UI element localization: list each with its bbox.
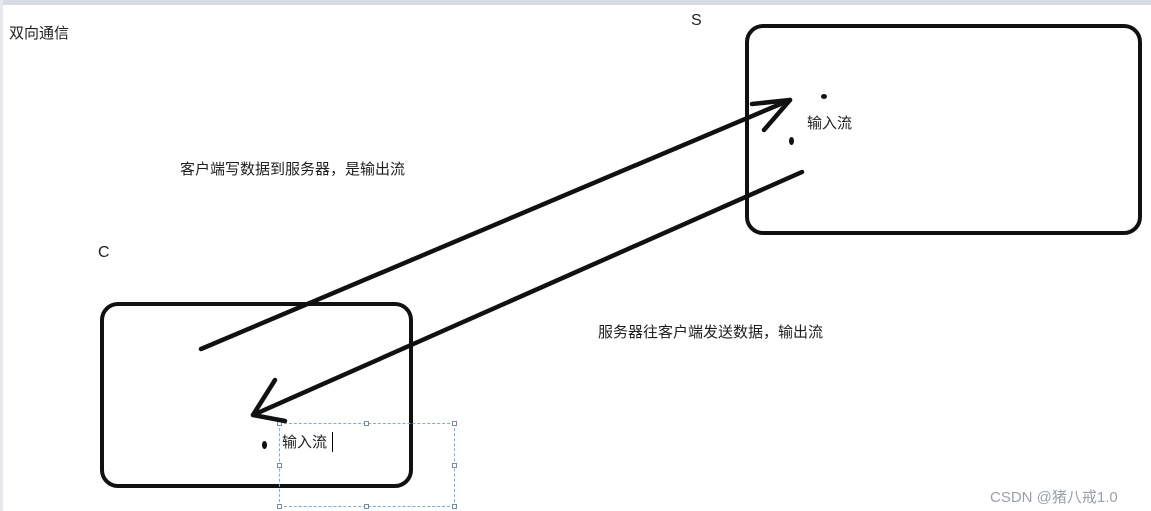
server-stream-label[interactable]: 输入流: [807, 114, 853, 132]
selection-handle-mr[interactable]: [452, 463, 457, 468]
watermark: CSDN @猪八戒1.0: [990, 489, 1118, 506]
arrow-client-to-server-shaft: [198, 97, 793, 352]
arrow-server-to-client-shaft: [250, 169, 805, 418]
server-box[interactable]: [745, 24, 1142, 235]
server-dot-left: [789, 137, 794, 145]
arrow-client-to-server-head: [749, 97, 793, 133]
client-letter: C: [98, 244, 110, 261]
selection-handle-tm[interactable]: [364, 421, 369, 426]
server-dot-top: [821, 94, 827, 99]
client-box[interactable]: [100, 302, 413, 488]
page-title: 双向通信: [9, 24, 70, 42]
client-stream-label[interactable]: 输入流: [282, 433, 328, 451]
canvas-left-edge: [0, 0, 3, 511]
text-caret: [332, 432, 333, 452]
client-dot: [262, 441, 267, 449]
selection-handle-tr[interactable]: [452, 421, 457, 426]
selection-handle-bm[interactable]: [364, 504, 369, 509]
selection-handle-ml[interactable]: [277, 463, 282, 468]
selection-handle-br[interactable]: [452, 504, 457, 509]
server-letter: S: [691, 12, 702, 29]
annotation-server-to-client[interactable]: 服务器往客户端发送数据，输出流: [598, 323, 824, 341]
selection-handle-bl[interactable]: [277, 504, 282, 509]
annotation-client-to-server[interactable]: 客户端写数据到服务器，是输出流: [180, 160, 406, 178]
window-top-bar: [0, 0, 1151, 5]
arrow-server-to-client-head: [250, 377, 288, 424]
